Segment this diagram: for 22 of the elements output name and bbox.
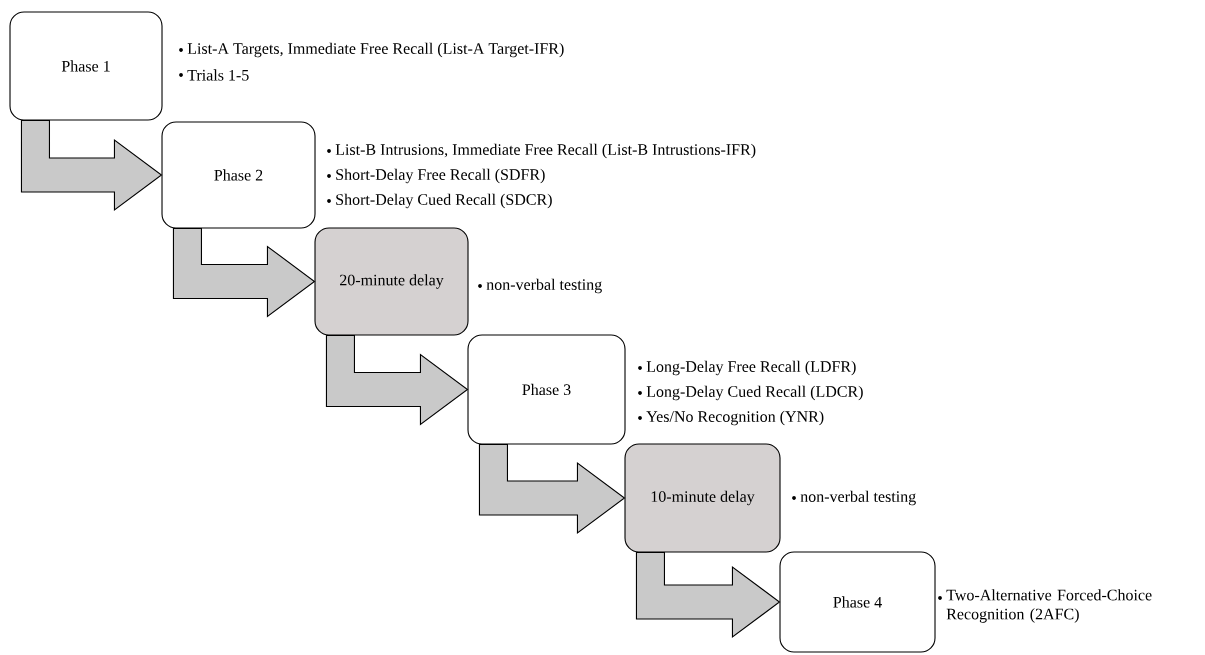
bent-arrow xyxy=(325,335,469,426)
bullet-item: non-verbal testing xyxy=(792,490,916,506)
phase-box: Phase 1 xyxy=(9,11,163,121)
bullet-item: non-verbal testing xyxy=(478,278,602,294)
bent-arrow xyxy=(20,120,163,212)
bullet-item: Short-Delay Cued Recall (SDCR) xyxy=(327,193,552,209)
bullet-item: Trials 1-5 xyxy=(179,69,249,81)
bullet-item: Long-Delay Cued Recall (LDCR) xyxy=(638,385,863,401)
bent-arrow xyxy=(478,444,626,535)
bullet-item: Short-Delay Free Recall (SDFR) xyxy=(327,168,545,184)
bullet-item: List-A Targets, Immediate Free Recall (List-A Target-IFR) xyxy=(179,42,564,58)
bent-arrow xyxy=(172,228,316,318)
phase-box: Phase 3 xyxy=(467,334,626,445)
bullet-item: Yes/No Recognition (YNR) xyxy=(638,410,824,426)
phase-box: Phase 4 xyxy=(779,551,936,653)
bent-arrow xyxy=(635,552,781,639)
bullet-item: Two-Alternative Forced-Choice Recognition (2AFC) xyxy=(938,589,1152,623)
delay-box: 10-minute delay xyxy=(624,443,781,553)
bullet-item: List-B Intrusions, Immediate Free Recall (List-B Intrustions-IFR) xyxy=(327,143,756,159)
delay-box: 20-minute delay xyxy=(314,227,469,336)
phase-box: Phase 2 xyxy=(161,121,316,229)
bullet-item: Long-Delay Free Recall (LDFR) xyxy=(638,360,856,376)
